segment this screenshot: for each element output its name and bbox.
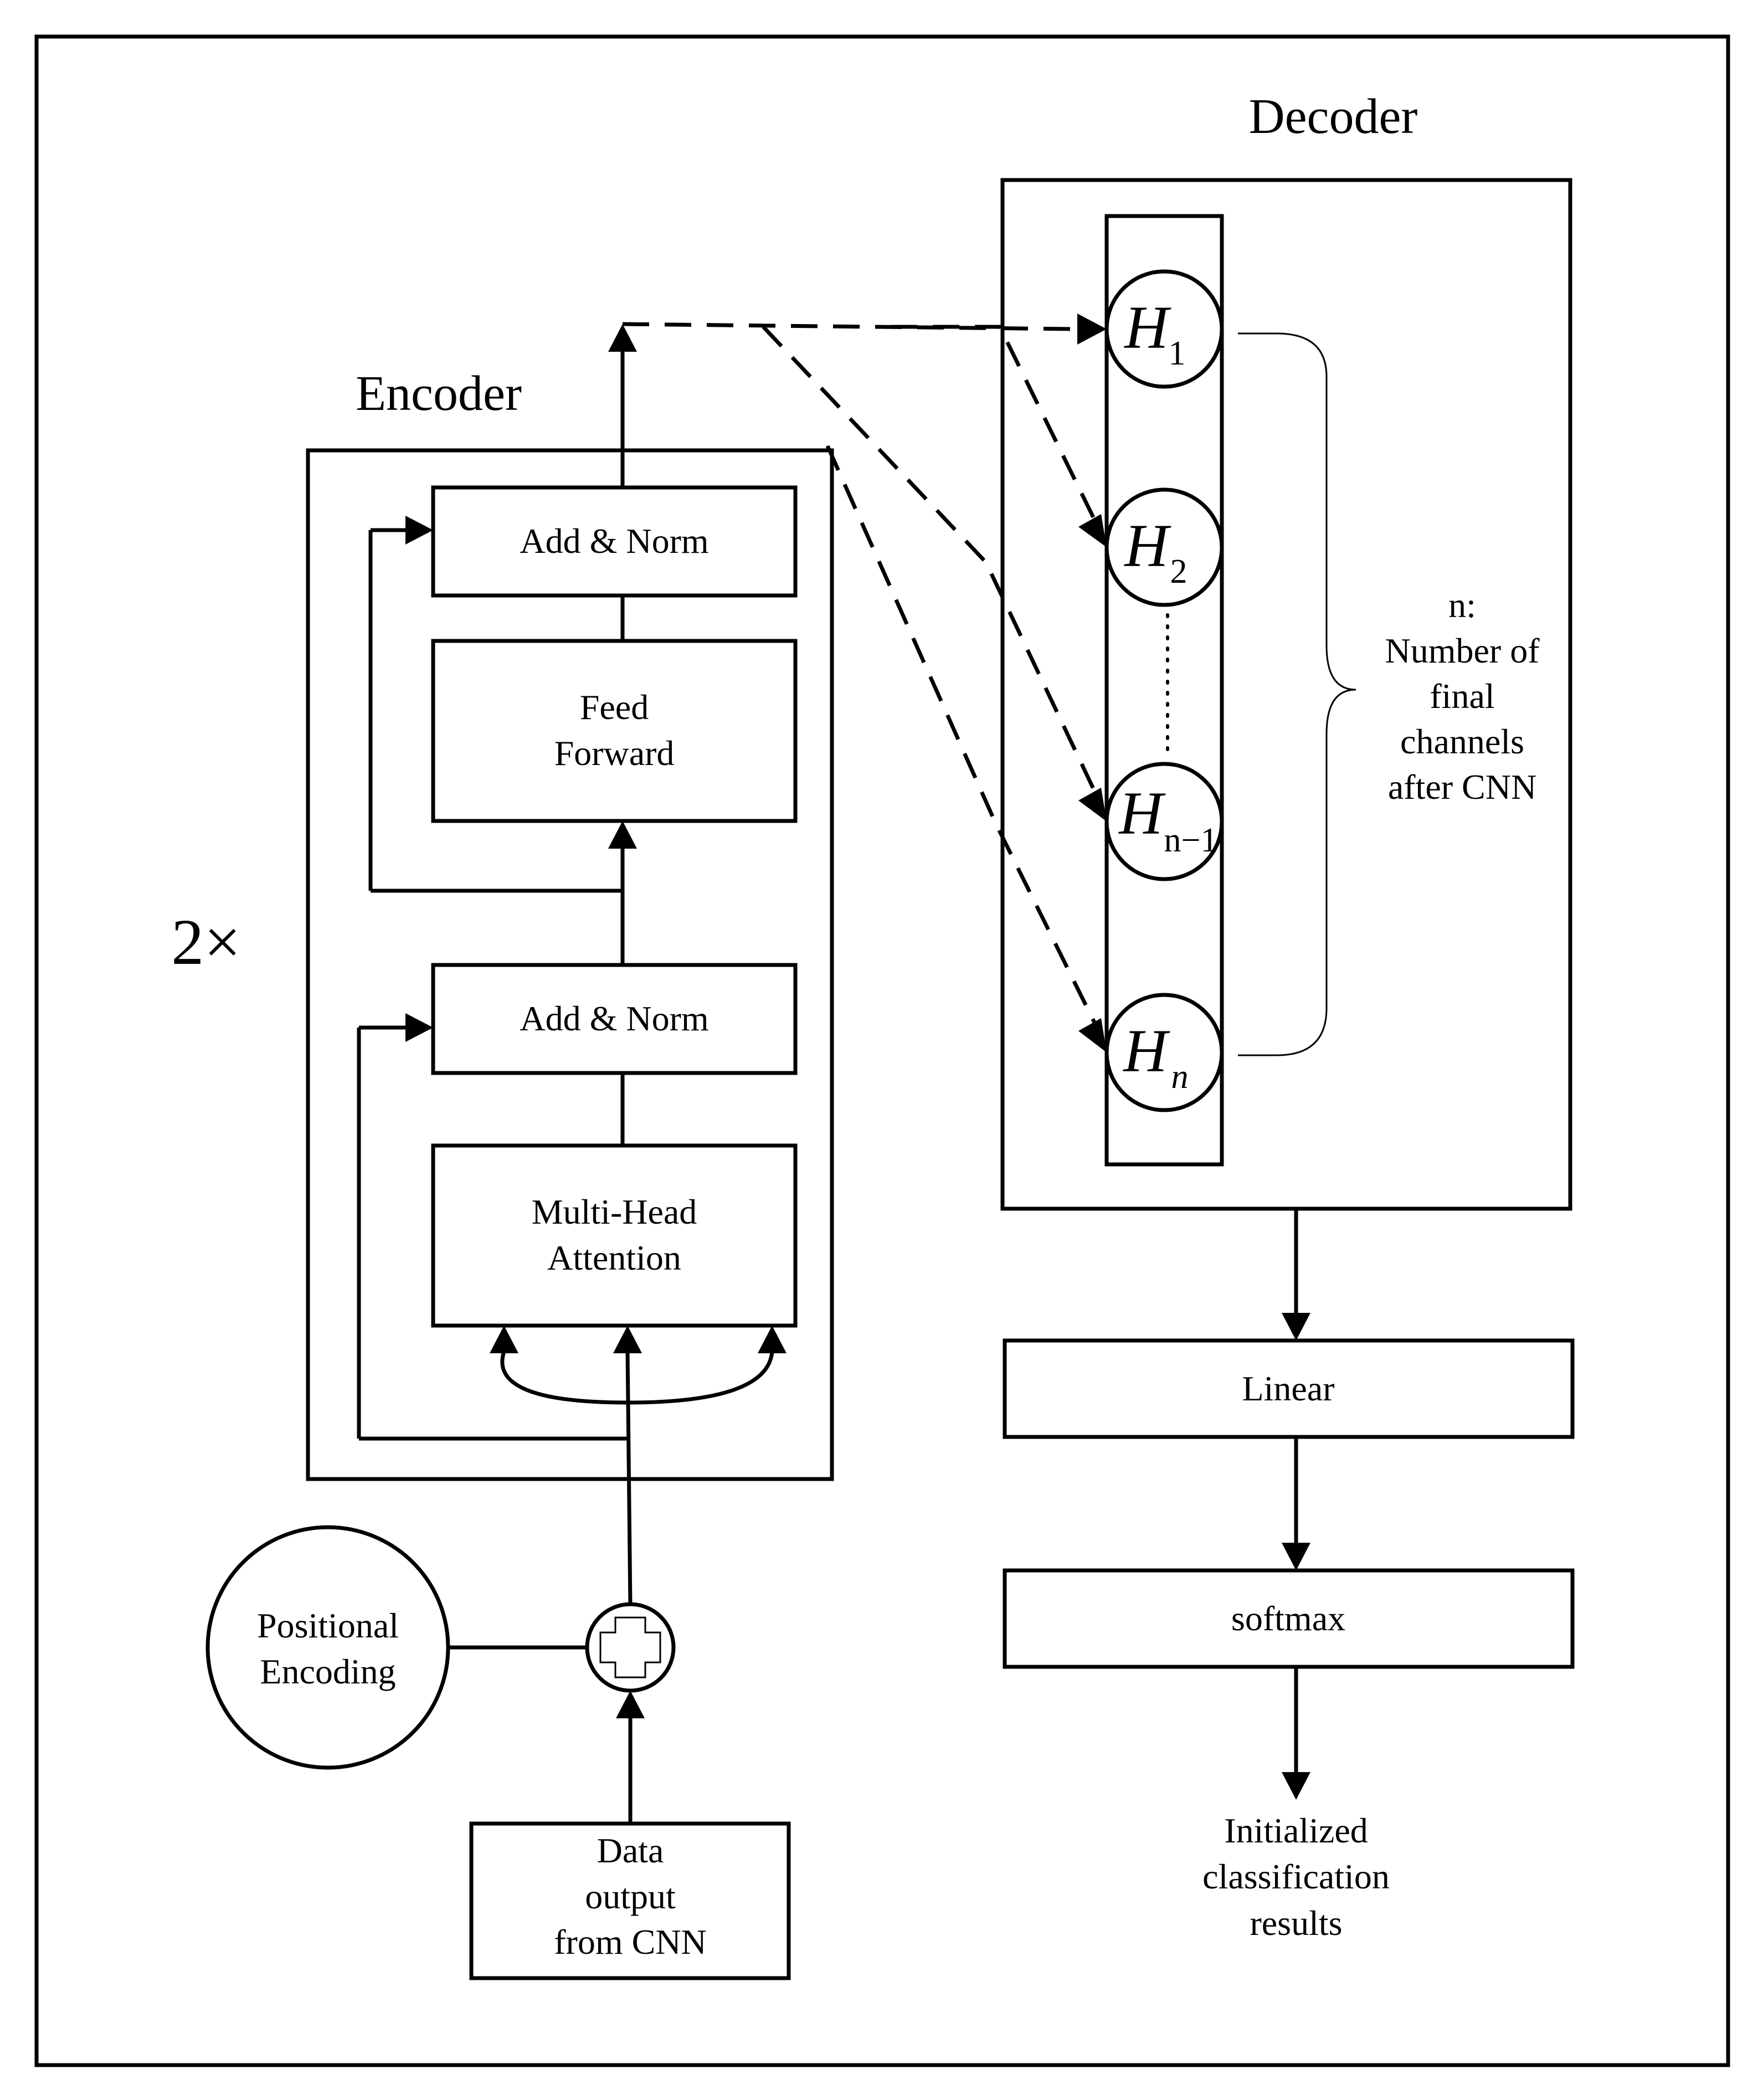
- hidden-node-n-symbol: H: [1122, 1017, 1170, 1085]
- hidden-node-n-minus-1-subscript: n−1: [1164, 821, 1218, 859]
- decoder-title: Decoder: [1249, 89, 1418, 144]
- cnn-output-label-2: output: [585, 1877, 676, 1916]
- channels-note-line-1: n:: [1448, 586, 1476, 625]
- positional-encoding-label-2: Encoding: [260, 1652, 395, 1691]
- multi-head-attention-box: [431, 1143, 798, 1328]
- add-norm-top-box: [431, 485, 798, 598]
- decoder-to-linear-arrow: [1282, 1209, 1310, 1341]
- feed-forward-label-1: Feed: [580, 687, 649, 727]
- hidden-node-1-subscript: 1: [1169, 335, 1186, 372]
- repeat-label: 2×: [171, 906, 241, 978]
- hidden-node-2-symbol: H: [1123, 512, 1171, 579]
- positional-encoding-circle: [205, 1525, 450, 1770]
- hidden-node-1: H 1: [1104, 269, 1224, 389]
- multi-head-attention-label-2: Attention: [547, 1238, 681, 1277]
- hidden-node-2: H 2: [1104, 487, 1224, 607]
- hidden-node-n-minus-1-symbol: H: [1118, 779, 1166, 847]
- result-label-2: classification: [1202, 1857, 1390, 1896]
- positional-encoding-label-1: Positional: [257, 1606, 399, 1645]
- hidden-node-n: H n: [1104, 993, 1224, 1112]
- hidden-node-n-subscript: n: [1171, 1058, 1189, 1096]
- linear-label: Linear: [1242, 1369, 1335, 1408]
- hidden-node-n-minus-1: H n−1: [1104, 762, 1224, 881]
- multi-head-attention-label-1: Multi-Head: [532, 1192, 697, 1231]
- add-norm-top-label: Add & Norm: [520, 521, 708, 561]
- hidden-node-1-symbol: H: [1123, 294, 1171, 361]
- hidden-node-2-subscript: 2: [1170, 553, 1188, 591]
- channels-note-line-3: final: [1430, 676, 1494, 716]
- linear-to-softmax-arrow: [1282, 1437, 1310, 1570]
- softmax-box: [1003, 1568, 1575, 1669]
- encoder-to-decoder-dashed-arrows: [622, 314, 1107, 1052]
- cnn-to-adder-arrow: [616, 1691, 645, 1824]
- channels-note: n: Number of final channels after CNN: [1385, 586, 1540, 807]
- feed-forward-label-2: Forward: [554, 733, 675, 773]
- channels-note-line-2: Number of: [1385, 631, 1540, 670]
- add-norm-bottom-box: [431, 963, 798, 1075]
- add-operator-icon: [585, 1602, 676, 1693]
- channels-note-line-4: channels: [1400, 722, 1524, 761]
- result-label-3: results: [1250, 1903, 1342, 1943]
- encoder-connectors: [357, 324, 787, 1607]
- cnn-output-box: [469, 1821, 791, 1980]
- channels-note-line-5: after CNN: [1388, 767, 1536, 807]
- feed-forward-box: [431, 639, 798, 823]
- encoder-title: Encoder: [356, 366, 522, 421]
- add-norm-bottom-label: Add & Norm: [520, 999, 708, 1038]
- linear-box: [1003, 1338, 1575, 1439]
- softmax-label: softmax: [1231, 1599, 1345, 1638]
- cnn-output-label-1: Data: [597, 1831, 664, 1870]
- result-label-1: Initialized: [1224, 1811, 1368, 1850]
- softmax-to-result-arrow: [1282, 1667, 1310, 1800]
- cnn-output-label-3: from CNN: [554, 1922, 707, 1962]
- channels-brace: [1238, 332, 1356, 1056]
